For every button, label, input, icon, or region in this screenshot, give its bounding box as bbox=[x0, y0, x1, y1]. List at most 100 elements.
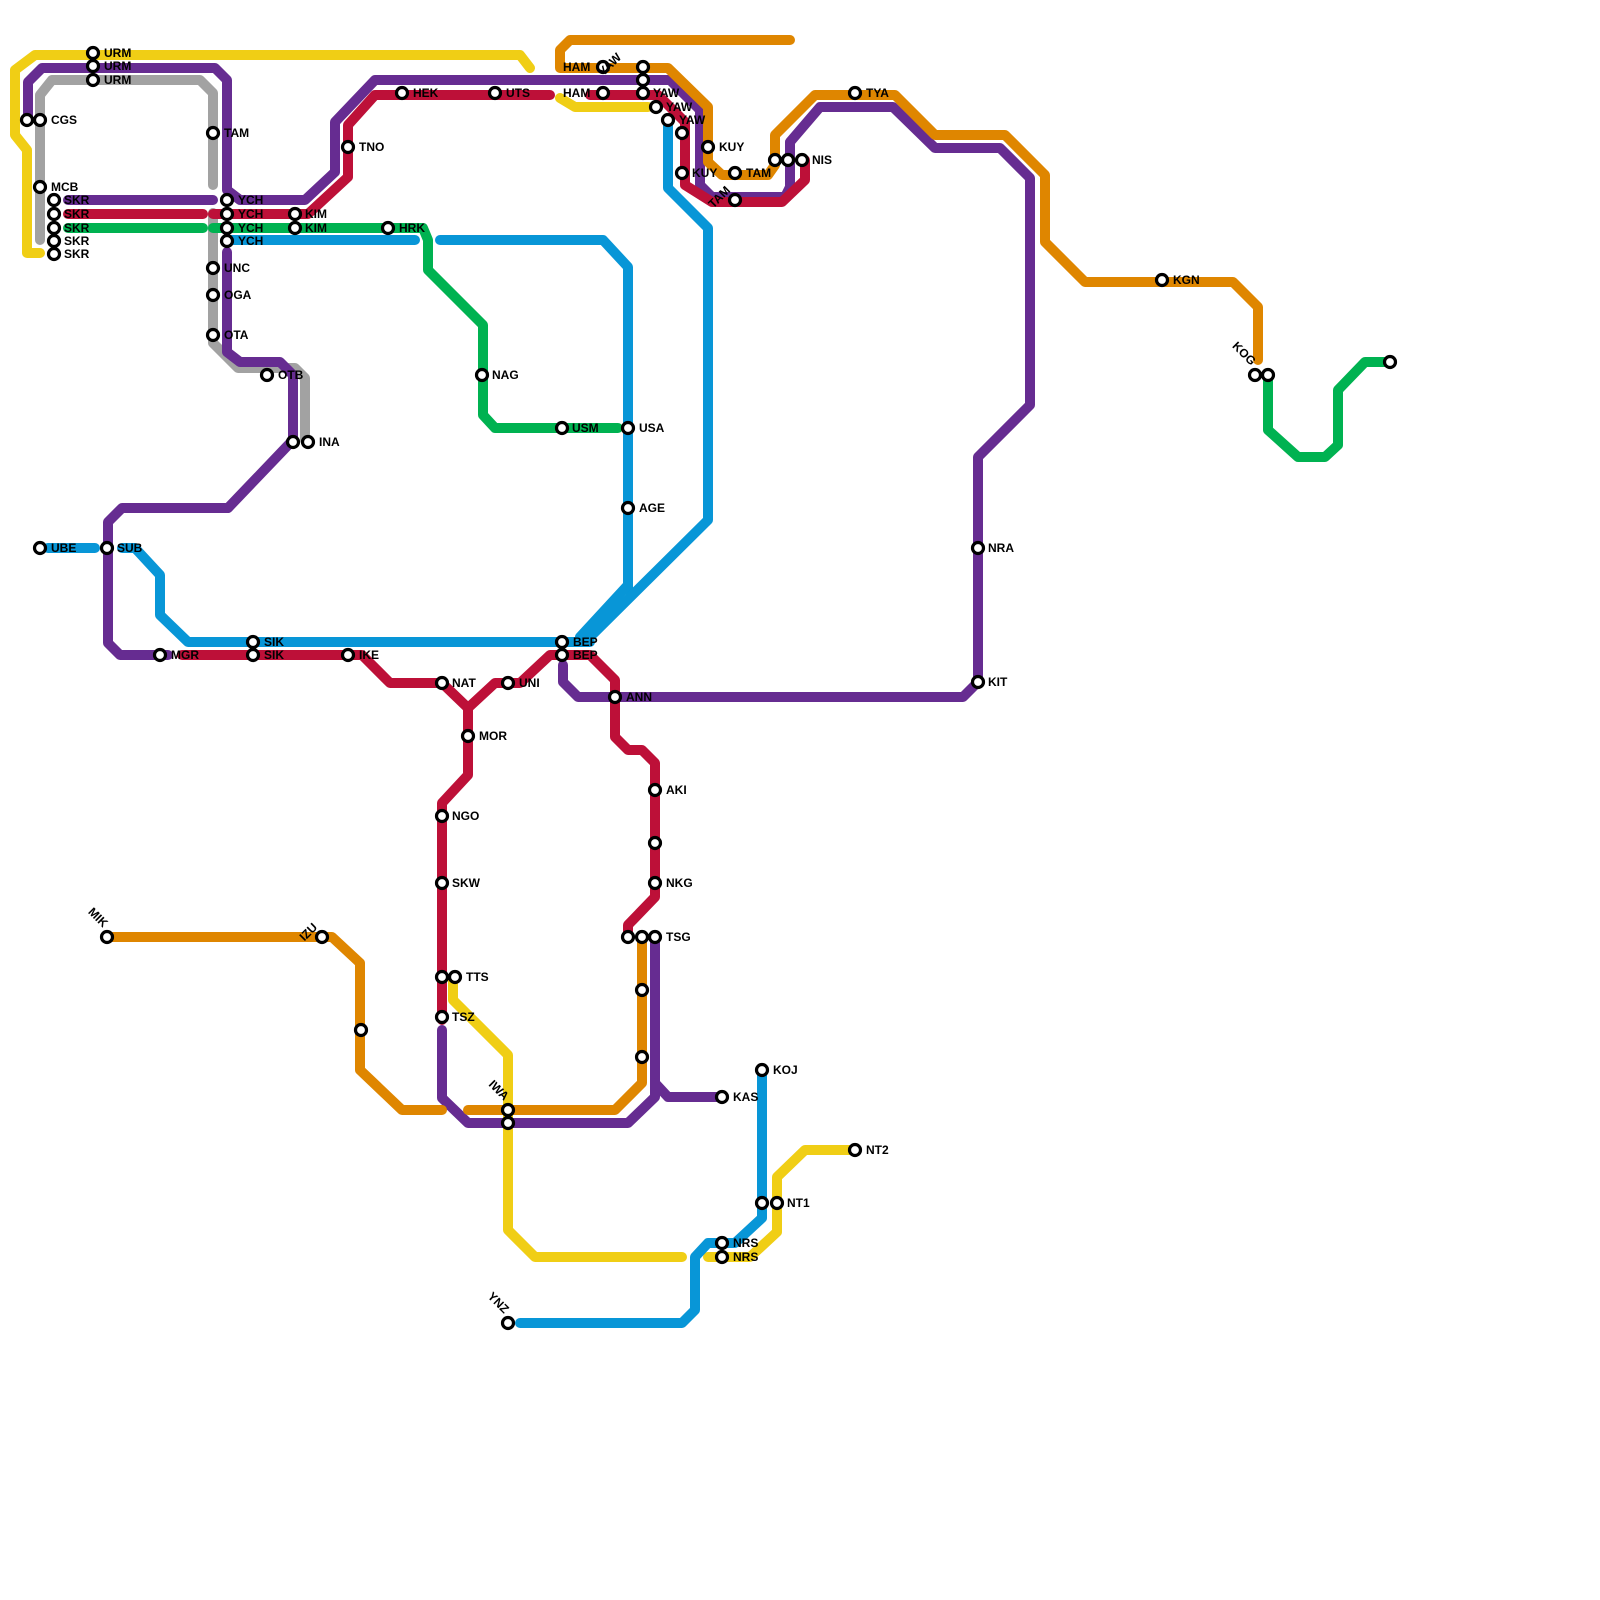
station-ann[interactable] bbox=[610, 692, 621, 703]
station-tam-east-1[interactable] bbox=[730, 168, 741, 179]
station-label-unc: UNC bbox=[224, 261, 250, 275]
station-nrs-1[interactable] bbox=[717, 1238, 728, 1249]
station-aki[interactable] bbox=[650, 785, 661, 796]
station-urm-1[interactable] bbox=[88, 48, 99, 59]
station-nra[interactable] bbox=[973, 543, 984, 554]
station-nat[interactable] bbox=[437, 678, 448, 689]
station-ina[interactable] bbox=[303, 437, 314, 448]
station-ina-west[interactable] bbox=[288, 437, 299, 448]
green-line bbox=[1268, 362, 1390, 457]
station-skr-3[interactable] bbox=[49, 223, 60, 234]
station-label-bep-2: BEP bbox=[573, 648, 598, 662]
station-ych-1[interactable] bbox=[222, 195, 233, 206]
station-nt1-west[interactable] bbox=[757, 1198, 768, 1209]
station-nis-1[interactable] bbox=[770, 155, 781, 166]
station-ota[interactable] bbox=[208, 330, 219, 341]
station-cgs[interactable] bbox=[35, 115, 46, 126]
station-ych-4[interactable] bbox=[222, 236, 233, 247]
station-nt2[interactable] bbox=[850, 1145, 861, 1156]
station-cgs-west[interactable] bbox=[22, 115, 33, 126]
station-nt1[interactable] bbox=[772, 1198, 783, 1209]
station-otb[interactable] bbox=[262, 370, 273, 381]
station-label-urm-1: URM bbox=[104, 46, 131, 60]
station-koj[interactable] bbox=[757, 1065, 768, 1076]
station-tsg[interactable] bbox=[650, 932, 661, 943]
station-skr-5[interactable] bbox=[49, 249, 60, 260]
station-skw[interactable] bbox=[437, 878, 448, 889]
station-ych-2[interactable] bbox=[222, 209, 233, 220]
station-sik-2[interactable] bbox=[248, 650, 259, 661]
station-kuy-1[interactable] bbox=[703, 142, 714, 153]
station-kuy-2[interactable] bbox=[677, 168, 688, 179]
station-sub[interactable] bbox=[102, 543, 113, 554]
station-tsg-2[interactable] bbox=[637, 932, 648, 943]
station-urm-2[interactable] bbox=[88, 61, 99, 72]
station-skr-4[interactable] bbox=[49, 236, 60, 247]
station-unc[interactable] bbox=[208, 263, 219, 274]
station-yaw-5[interactable] bbox=[677, 128, 688, 139]
station-nag[interactable] bbox=[477, 370, 488, 381]
station-label-aki: AKI bbox=[666, 783, 687, 797]
station-kim-1[interactable] bbox=[290, 209, 301, 220]
station-green-terminus-east[interactable] bbox=[1385, 357, 1396, 368]
station-tam-west[interactable] bbox=[208, 128, 219, 139]
station-bep-2[interactable] bbox=[557, 650, 568, 661]
station-ych-3[interactable] bbox=[222, 223, 233, 234]
station-yaw-mid[interactable] bbox=[638, 75, 649, 86]
station-usa[interactable] bbox=[623, 423, 634, 434]
station-orange-unnamed-2[interactable] bbox=[637, 1052, 648, 1063]
station-oga[interactable] bbox=[208, 290, 219, 301]
station-yaw-3[interactable] bbox=[651, 102, 662, 113]
station-iwa[interactable] bbox=[503, 1105, 514, 1116]
station-uni[interactable] bbox=[503, 678, 514, 689]
station-ube[interactable] bbox=[35, 543, 46, 554]
station-mik[interactable] bbox=[102, 932, 113, 943]
station-orange-unnamed-3[interactable] bbox=[356, 1025, 367, 1036]
station-tam-east-2[interactable] bbox=[730, 195, 741, 206]
station-yaw-4[interactable] bbox=[663, 115, 674, 126]
station-tya[interactable] bbox=[850, 88, 861, 99]
station-label-skr-4: SKR bbox=[64, 234, 90, 248]
station-kog-east[interactable] bbox=[1263, 370, 1274, 381]
station-skr-2[interactable] bbox=[49, 209, 60, 220]
station-skr-1[interactable] bbox=[49, 195, 60, 206]
station-bep-1[interactable] bbox=[557, 637, 568, 648]
station-hrk[interactable] bbox=[383, 223, 394, 234]
station-hek[interactable] bbox=[397, 88, 408, 99]
station-tno[interactable] bbox=[343, 142, 354, 153]
station-kog[interactable] bbox=[1250, 370, 1261, 381]
station-label-ota: OTA bbox=[224, 328, 249, 342]
station-yaw-2[interactable] bbox=[638, 88, 649, 99]
station-label-hek: HEK bbox=[413, 86, 439, 100]
station-nis-2[interactable] bbox=[783, 155, 794, 166]
station-kas[interactable] bbox=[717, 1092, 728, 1103]
station-kim-2[interactable] bbox=[290, 223, 301, 234]
station-uts[interactable] bbox=[490, 88, 501, 99]
station-iwa-south[interactable] bbox=[503, 1118, 514, 1129]
station-tsz[interactable] bbox=[437, 1012, 448, 1023]
station-red-unnamed[interactable] bbox=[650, 838, 661, 849]
station-orange-unnamed-1[interactable] bbox=[637, 985, 648, 996]
station-nis[interactable] bbox=[797, 155, 808, 166]
station-kgn[interactable] bbox=[1157, 275, 1168, 286]
station-sik-1[interactable] bbox=[248, 637, 259, 648]
station-yaw-top[interactable] bbox=[638, 62, 649, 73]
station-tsg-1[interactable] bbox=[623, 932, 634, 943]
station-kit[interactable] bbox=[973, 677, 984, 688]
station-label-kit: KIT bbox=[988, 675, 1008, 689]
station-ngo[interactable] bbox=[437, 811, 448, 822]
station-izu[interactable] bbox=[317, 932, 328, 943]
station-ike[interactable] bbox=[343, 650, 354, 661]
station-mor[interactable] bbox=[463, 731, 474, 742]
station-urm-3[interactable] bbox=[88, 75, 99, 86]
station-tts-west[interactable] bbox=[437, 972, 448, 983]
station-ham-2[interactable] bbox=[598, 88, 609, 99]
station-nkg[interactable] bbox=[650, 878, 661, 889]
station-mgr[interactable] bbox=[155, 650, 166, 661]
station-mcb[interactable] bbox=[35, 182, 46, 193]
station-usm[interactable] bbox=[557, 423, 568, 434]
station-age[interactable] bbox=[623, 503, 634, 514]
station-tts[interactable] bbox=[450, 972, 461, 983]
station-nrs-2[interactable] bbox=[717, 1252, 728, 1263]
station-ynz[interactable] bbox=[503, 1318, 514, 1329]
